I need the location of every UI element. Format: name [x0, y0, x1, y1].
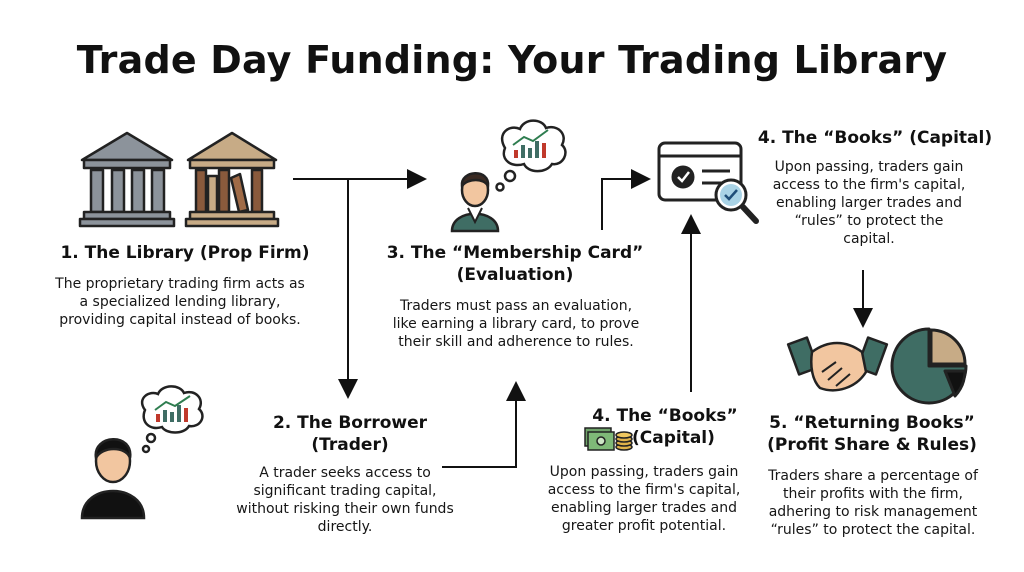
library-books-icon: [184, 131, 280, 228]
arrow-membership-to-evaluation: [601, 169, 651, 230]
returning-description: Traders share a percentage of their prof…: [768, 468, 978, 538]
books-top-description: Upon passing, traders gain access to the…: [772, 159, 966, 247]
books-center-heading-line2: (Capital): [632, 428, 715, 448]
membership-heading-line1: 3. The “Membership Card”: [386, 243, 644, 263]
cash-coins-icon: [584, 427, 633, 451]
books-center-description: Upon passing, traders gain access to the…: [547, 464, 741, 534]
returning-heading: 5. “Returning Books” (Profit Share & Rul…: [752, 412, 992, 456]
person-thinking-icon: [80, 385, 204, 520]
pie-chart-icon: [890, 327, 968, 405]
library-heading: 1. The Library (Prop Firm): [60, 243, 310, 263]
trader-thinking-icon: [450, 119, 567, 233]
flow-arrows: [293, 169, 873, 468]
returning-heading-line2: (Profit Share & Rules): [767, 435, 977, 455]
borrower-heading-line1: 2. The Borrower: [272, 413, 428, 433]
handshake-icon: [786, 336, 889, 392]
membership-heading: 3. The “Membership Card” (Evaluation): [380, 242, 650, 286]
arrow-borrower-to-membership: [442, 381, 526, 468]
books-center-heading: 4. The “Books” (Capital): [580, 405, 750, 449]
membership-heading-line2: (Evaluation): [456, 265, 574, 285]
evaluation-checklist-icon: [657, 141, 759, 224]
borrower-heading: 2. The Borrower (Trader): [250, 412, 450, 456]
page-title: Trade Day Funding: Your Trading Library: [76, 38, 948, 82]
bank-icon: [78, 131, 176, 228]
books-top-heading: 4. The “Books” (Capital): [757, 128, 993, 148]
library-description: The proprietary trading firm acts as a s…: [55, 276, 305, 328]
membership-description: Traders must pass an evaluation, like ea…: [392, 298, 640, 350]
books-center-heading-line1: 4. The “Books”: [592, 406, 738, 426]
borrower-description: A trader seeks access to significant tra…: [236, 465, 454, 535]
returning-heading-line1: 5. “Returning Books”: [769, 413, 975, 433]
borrower-heading-line2: (Trader): [311, 435, 389, 455]
